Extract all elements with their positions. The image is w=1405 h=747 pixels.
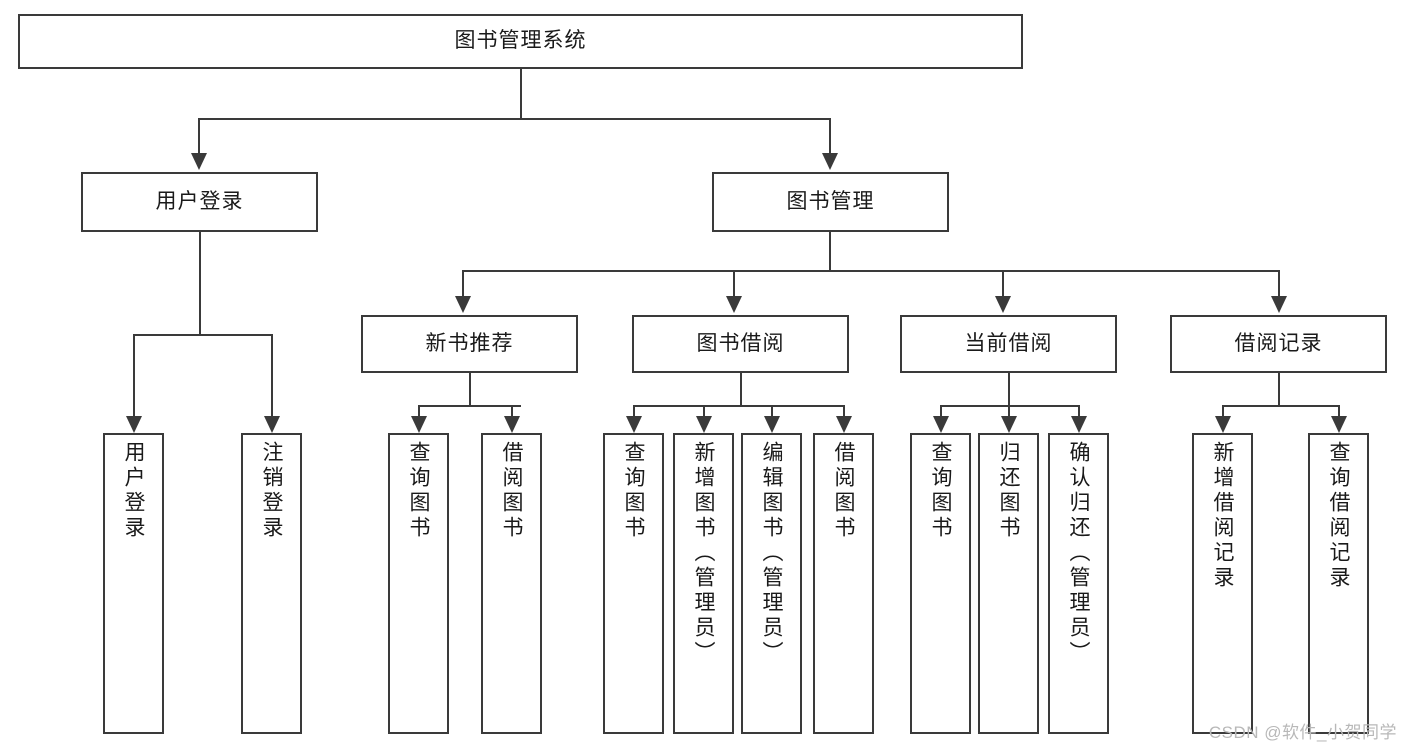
connector-nbr-drop-2 [511,405,513,418]
connector-bb-drop-3 [771,405,773,418]
connector-root-bar [198,118,831,120]
connector-user-login-drop-2 [271,334,273,418]
connector-bb-drop-4 [843,405,845,418]
arrowhead-leaf-query-record [1331,416,1347,433]
arrowhead-current-borrow [995,296,1011,313]
connector-bm-drop-borrow-record [1278,270,1280,298]
connector-bb-drop-1 [633,405,635,418]
arrowhead-leaf-user-login [126,416,142,433]
connector-br-bar [1222,405,1338,407]
connector-nbr-bar [418,405,521,407]
arrowhead-borrow-record [1271,296,1287,313]
arrowhead-leaf-borrow-book-1 [504,416,520,433]
connector-user-login-bar [133,334,271,336]
connector-root-stem [520,69,522,119]
arrowhead-leaf-add-record [1215,416,1231,433]
connector-book-management-bar [462,270,1280,272]
connector-bb-drop-2 [703,405,705,418]
node-leaf-query-book-3[interactable]: 查询图书 [910,433,971,734]
connector-cb-drop-3 [1078,405,1080,418]
node-current-borrow[interactable]: 当前借阅 [900,315,1117,373]
node-leaf-return-book[interactable]: 归还图书 [978,433,1039,734]
connector-br-drop-1 [1222,405,1224,418]
connector-cb-stem [1008,373,1010,405]
csdn-watermark: CSDN @软件_小贺同学 [1208,723,1397,742]
node-leaf-add-record[interactable]: 新增借阅记录 [1192,433,1253,734]
arrowhead-leaf-add-book [696,416,712,433]
node-leaf-query-record-label: 查询借阅记录 [1327,441,1350,591]
node-leaf-confirm-return-label: 确认归还（管理员） [1067,441,1090,666]
node-leaf-borrow-book-2-label: 借阅图书 [832,441,855,541]
node-new-book-recommend[interactable]: 新书推荐 [361,315,578,373]
node-leaf-borrow-book-2[interactable]: 借阅图书 [813,433,874,734]
node-book-management-label: 图书管理 [786,189,875,213]
connector-root-drop-user-login [198,118,200,156]
node-leaf-add-book[interactable]: 新增图书（管理员） [673,433,734,734]
node-leaf-query-book-1[interactable]: 查询图书 [388,433,449,734]
connector-nbr-drop-1 [418,405,420,418]
connector-book-management-stem [829,232,831,270]
node-leaf-edit-book[interactable]: 编辑图书（管理员） [741,433,802,734]
node-user-login-label: 用户登录 [155,189,244,213]
connector-bb-bar [633,405,845,407]
connector-br-stem [1278,373,1280,405]
arrowhead-leaf-confirm-return [1071,416,1087,433]
node-leaf-borrow-book-1-label: 借阅图书 [500,441,523,541]
arrowhead-leaf-borrow-book-2 [836,416,852,433]
node-leaf-query-book-2[interactable]: 查询图书 [603,433,664,734]
arrowhead-user-login [191,153,207,170]
connector-bm-drop-book-borrow [733,270,735,298]
node-leaf-user-login[interactable]: 用户登录 [103,433,164,734]
connector-cb-drop-1 [940,405,942,418]
node-current-borrow-label: 当前借阅 [964,331,1053,355]
arrowhead-leaf-logout-login [264,416,280,433]
node-leaf-query-record[interactable]: 查询借阅记录 [1308,433,1369,734]
connector-cb-drop-2 [1008,405,1010,418]
connector-bm-drop-new-book-recommend [462,270,464,298]
node-leaf-borrow-book-1[interactable]: 借阅图书 [481,433,542,734]
connector-root-drop-book-management [829,118,831,156]
arrowhead-leaf-query-book-3 [933,416,949,433]
node-root-label: 图书管理系统 [454,29,587,53]
node-leaf-confirm-return[interactable]: 确认归还（管理员） [1048,433,1109,734]
node-leaf-logout-login[interactable]: 注销登录 [241,433,302,734]
connector-bb-stem [740,373,742,405]
node-new-book-recommend-label: 新书推荐 [425,331,514,355]
node-leaf-add-book-label: 新增图书（管理员） [692,441,715,666]
connector-user-login-drop-1 [133,334,135,418]
node-leaf-add-record-label: 新增借阅记录 [1211,441,1234,591]
arrowhead-leaf-query-book-1 [411,416,427,433]
connector-bm-drop-current-borrow [1002,270,1004,298]
node-user-login[interactable]: 用户登录 [81,172,318,232]
arrowhead-leaf-query-book-2 [626,416,642,433]
arrowhead-book-management [822,153,838,170]
node-leaf-query-book-2-label: 查询图书 [622,441,645,541]
node-leaf-edit-book-label: 编辑图书（管理员） [760,441,783,666]
node-leaf-logout-login-label: 注销登录 [260,441,283,541]
arrowhead-new-book-recommend [455,296,471,313]
node-leaf-query-book-1-label: 查询图书 [407,441,430,541]
node-leaf-return-book-label: 归还图书 [997,441,1020,541]
connector-br-drop-2 [1338,405,1340,418]
node-book-management[interactable]: 图书管理 [712,172,949,232]
connector-user-login-stem [199,232,201,334]
connector-nbr-stem [469,373,471,405]
arrowhead-leaf-return-book [1001,416,1017,433]
node-borrow-record[interactable]: 借阅记录 [1170,315,1387,373]
node-book-borrow-label: 图书借阅 [696,331,785,355]
arrowhead-leaf-edit-book [764,416,780,433]
node-book-borrow[interactable]: 图书借阅 [632,315,849,373]
node-borrow-record-label: 借阅记录 [1234,331,1323,355]
node-leaf-query-book-3-label: 查询图书 [929,441,952,541]
node-leaf-user-login-label: 用户登录 [122,441,145,541]
node-root[interactable]: 图书管理系统 [18,14,1023,69]
arrowhead-book-borrow [726,296,742,313]
